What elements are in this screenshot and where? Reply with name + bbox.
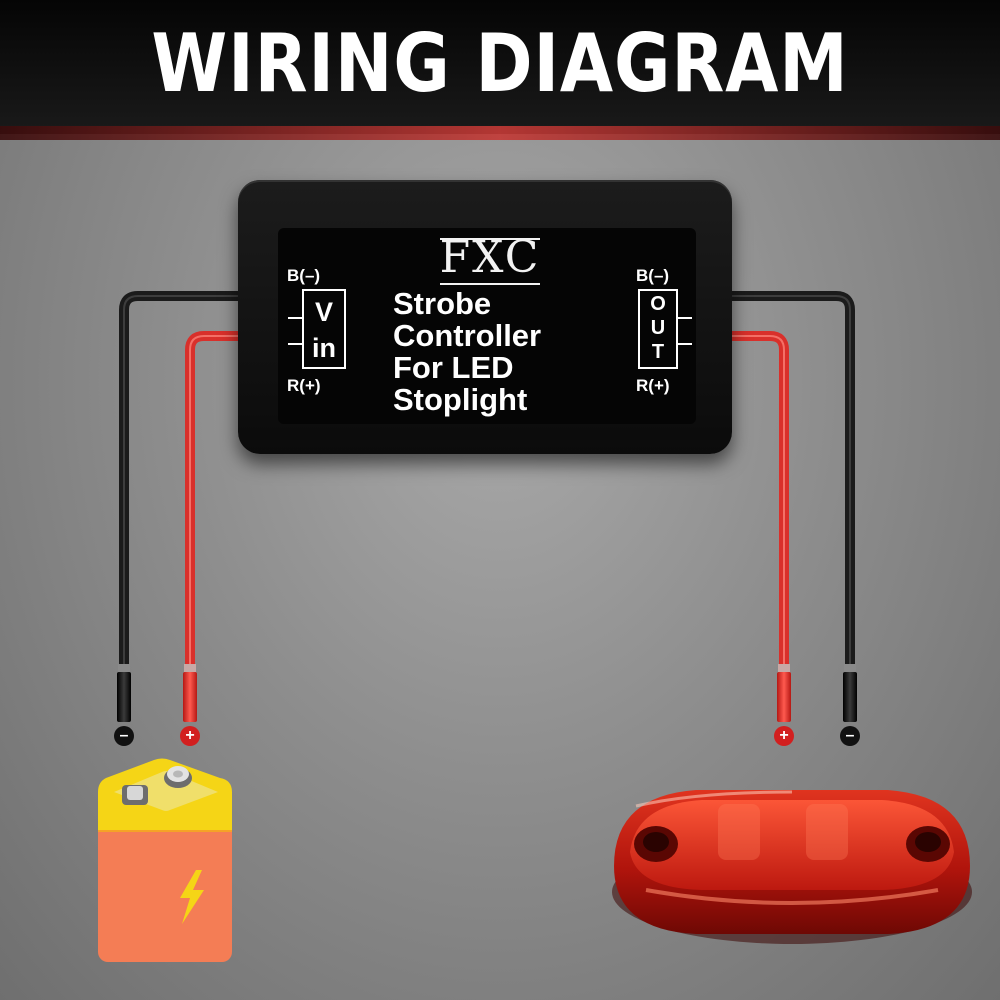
module-text-line-2: Controller bbox=[393, 318, 542, 353]
input-pos-tick bbox=[288, 343, 304, 345]
output-red-wire bbox=[732, 331, 789, 668]
module-text-line-4: Stoplight bbox=[393, 382, 528, 417]
brand-line-bottom bbox=[440, 283, 540, 285]
output-neg-label: B(–) bbox=[636, 266, 670, 285]
input-pos-label: R(+) bbox=[287, 376, 321, 395]
battery-positive-marker: + bbox=[180, 726, 200, 746]
battery-pos-wire-end bbox=[183, 672, 197, 722]
module-text-line-3: For LED bbox=[393, 350, 514, 385]
input-letter-in: in bbox=[312, 333, 336, 363]
led-marker-light-icon bbox=[612, 790, 972, 944]
led-negative-marker: – bbox=[840, 726, 860, 746]
input-neg-label: B(–) bbox=[287, 266, 321, 285]
output-letter-u: U bbox=[650, 317, 666, 339]
battery-neg-wire-end bbox=[117, 672, 131, 722]
input-red-wire bbox=[185, 331, 238, 668]
output-black-wire bbox=[732, 291, 855, 668]
input-neg-tick bbox=[288, 317, 304, 319]
page-title: WIRING DIAGRAM bbox=[151, 17, 849, 110]
output-neg-tick bbox=[676, 317, 692, 319]
output-box bbox=[638, 289, 678, 369]
output-letter-t: T bbox=[651, 341, 665, 363]
module-description: Strobe Controller For LED Stoplight bbox=[393, 288, 613, 416]
module-label-panel bbox=[278, 228, 696, 424]
module-text-line-1: Strobe bbox=[393, 286, 492, 321]
input-black-wire bbox=[119, 291, 238, 668]
led-positive-marker: + bbox=[774, 726, 794, 746]
battery-icon bbox=[98, 758, 232, 962]
battery-negative-marker: – bbox=[114, 726, 134, 746]
output-pos-label: R(+) bbox=[636, 376, 670, 395]
lightning-bolt-icon bbox=[180, 870, 204, 924]
output-letter-o: O bbox=[650, 293, 666, 315]
brand-logo: FXC bbox=[439, 232, 541, 283]
led-neg-wire-end bbox=[843, 672, 857, 722]
input-vin-box bbox=[302, 289, 346, 369]
output-pos-tick bbox=[676, 343, 692, 345]
brand-line-top bbox=[440, 238, 540, 240]
input-letter-v: V bbox=[314, 297, 333, 327]
header-red-glow bbox=[0, 126, 1000, 140]
led-pos-wire-end bbox=[777, 672, 791, 722]
header-bar bbox=[0, 0, 1000, 134]
